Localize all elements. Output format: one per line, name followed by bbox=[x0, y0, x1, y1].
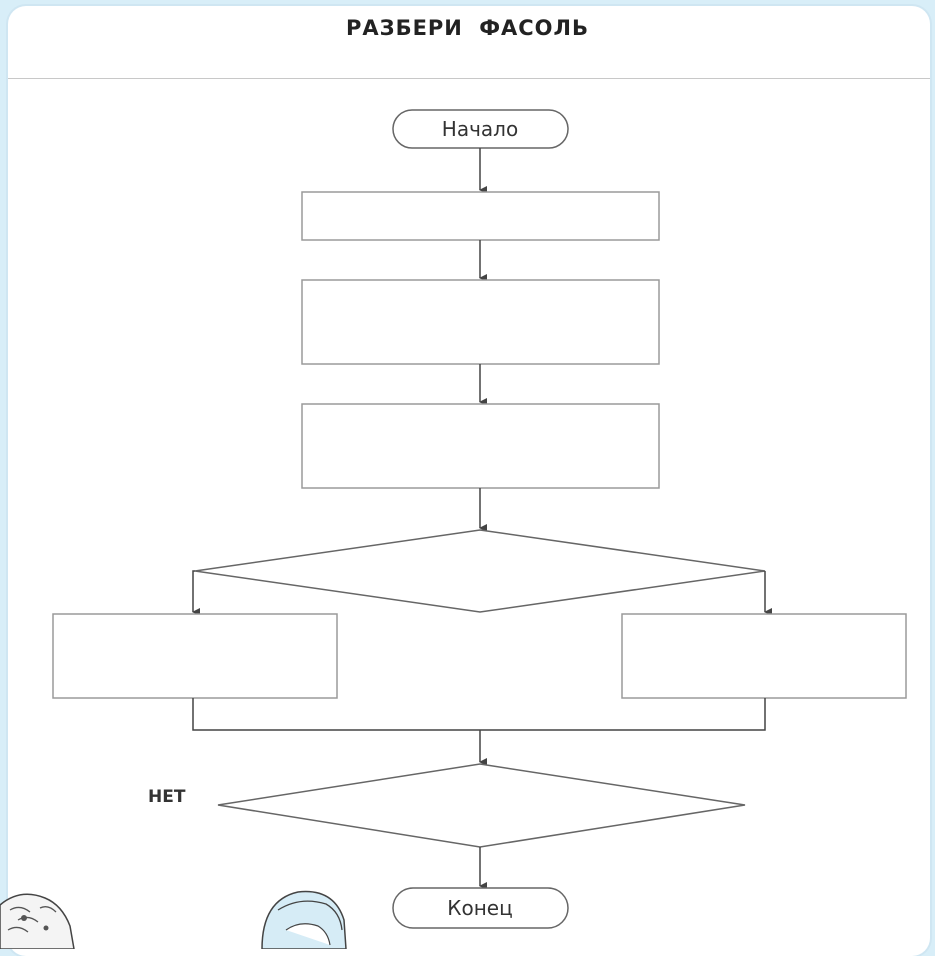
start-label: Начало bbox=[442, 117, 518, 141]
page-title: РАЗБЕРИ ФАСОЛЬ bbox=[346, 16, 589, 40]
connector-merge bbox=[192, 698, 766, 731]
start-terminal: Начало bbox=[392, 109, 569, 149]
process-box-step1[interactable] bbox=[301, 191, 660, 241]
cartoon-illustration bbox=[0, 890, 347, 949]
decision-diamond-1[interactable] bbox=[194, 529, 766, 613]
process-box-branch-right[interactable] bbox=[621, 613, 907, 699]
end-label: Конец bbox=[447, 896, 512, 920]
title-divider bbox=[8, 78, 930, 79]
connector-decision1-left bbox=[192, 570, 200, 616]
no-branch-label: НЕТ bbox=[148, 787, 186, 807]
process-box-branch-left[interactable] bbox=[52, 613, 338, 699]
end-terminal: Конец bbox=[392, 887, 569, 929]
decision-diamond-2[interactable] bbox=[217, 763, 746, 848]
process-box-step3[interactable] bbox=[301, 403, 660, 489]
process-box-step2[interactable] bbox=[301, 279, 660, 365]
